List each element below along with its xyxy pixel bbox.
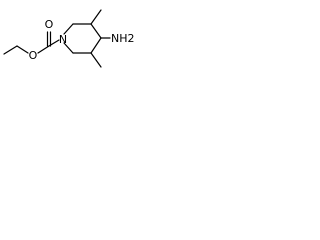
ring-c3-c4-bond [90, 23, 102, 39]
ring-c4-c5-bond [90, 37, 102, 54]
ring-n-c2-bond [63, 23, 74, 35]
o-carbonyl-carbon-bond [37, 45, 50, 54]
ring-nitrogen-label: N [59, 33, 67, 46]
carbonyl-carbon-n-bond [48, 39, 60, 47]
amine-label: NH2 [111, 32, 135, 45]
ethyl-ch3-ch2-bond [3, 45, 18, 55]
chemical-structure: O O N NH2 [3, 9, 135, 68]
ring-c6-n-bond [63, 42, 74, 54]
methyl-lower-bond [90, 52, 102, 68]
ethyl-ch2-o-bond [16, 45, 29, 54]
ester-oxygen-label: O [29, 49, 38, 62]
methyl-upper-bond [90, 9, 102, 25]
carbonyl-oxygen-label: O [45, 18, 54, 31]
